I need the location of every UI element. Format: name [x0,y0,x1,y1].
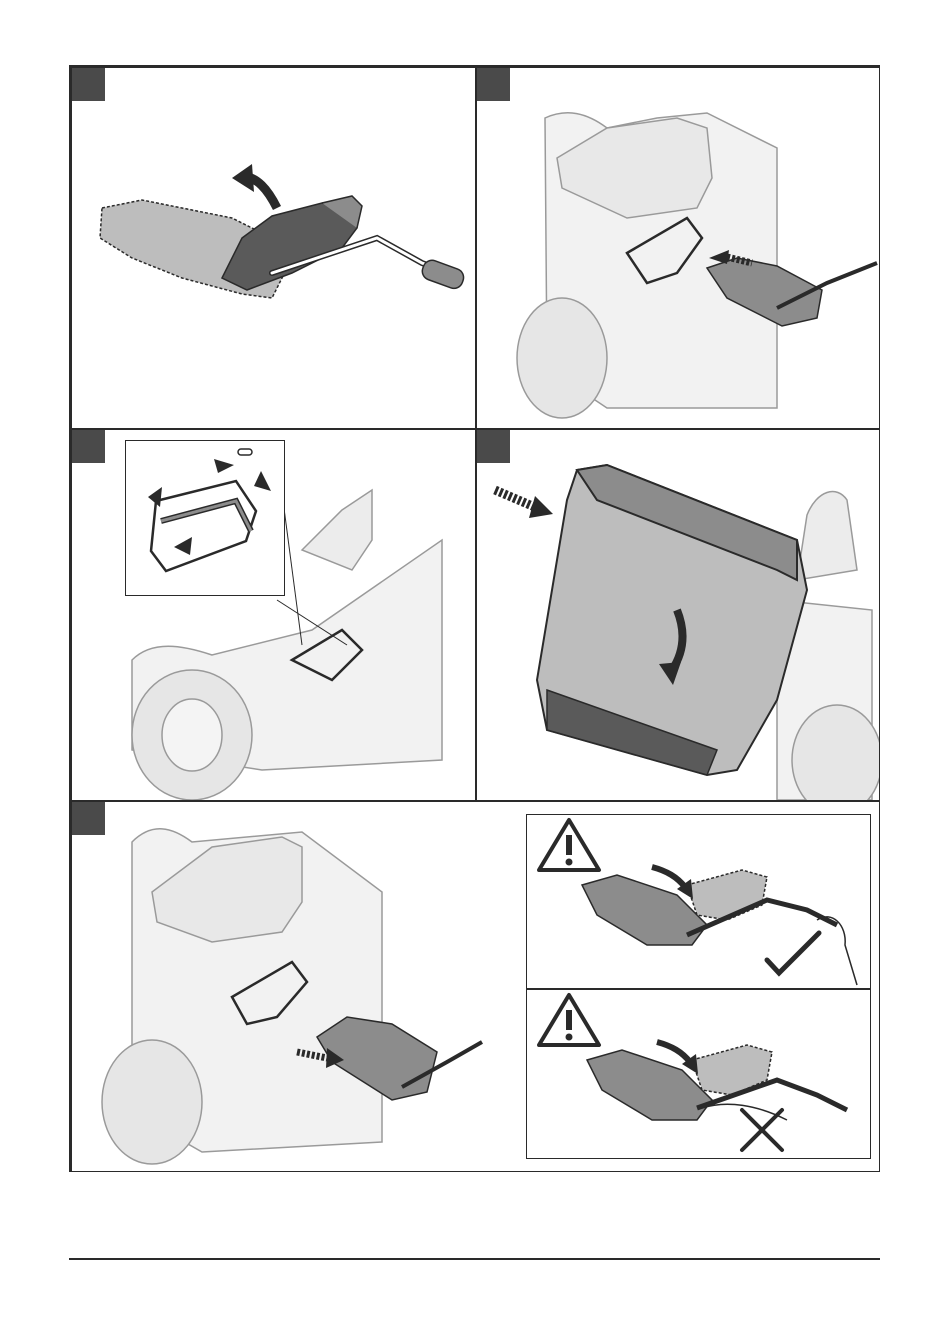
arrow-icon [214,459,234,473]
warning-box-correct [526,814,871,989]
arrow-icon [529,496,553,518]
illustration-incorrect-grip [527,990,871,1159]
warning-triangle-icon [539,820,599,870]
illustration-push-on [72,802,512,1172]
cross-mark-icon [742,1110,782,1150]
panel-2-attach-collector [476,67,880,429]
panel-4-fit-bag [476,429,880,801]
warning-box-incorrect [526,989,871,1159]
panel-1-lift-lid [71,67,476,429]
illustration-lift-lid [72,68,476,429]
detail-inset [125,440,285,596]
panel-3-bracket-detail [71,429,476,801]
illustration-bracket-closeup [126,441,285,596]
arrow-icon [232,164,254,192]
arrow-icon [174,537,192,555]
illustration-frame [69,65,880,1172]
arrow-icon [254,471,271,491]
footer-rule [69,1258,880,1260]
illustration-correct-grip [527,815,871,989]
illustration-attach-collector [477,68,880,429]
warning-triangle-icon [539,995,599,1045]
check-mark-icon [767,933,819,973]
illustration-fit-bag [477,430,880,801]
panel-5-push-on [71,801,880,1172]
